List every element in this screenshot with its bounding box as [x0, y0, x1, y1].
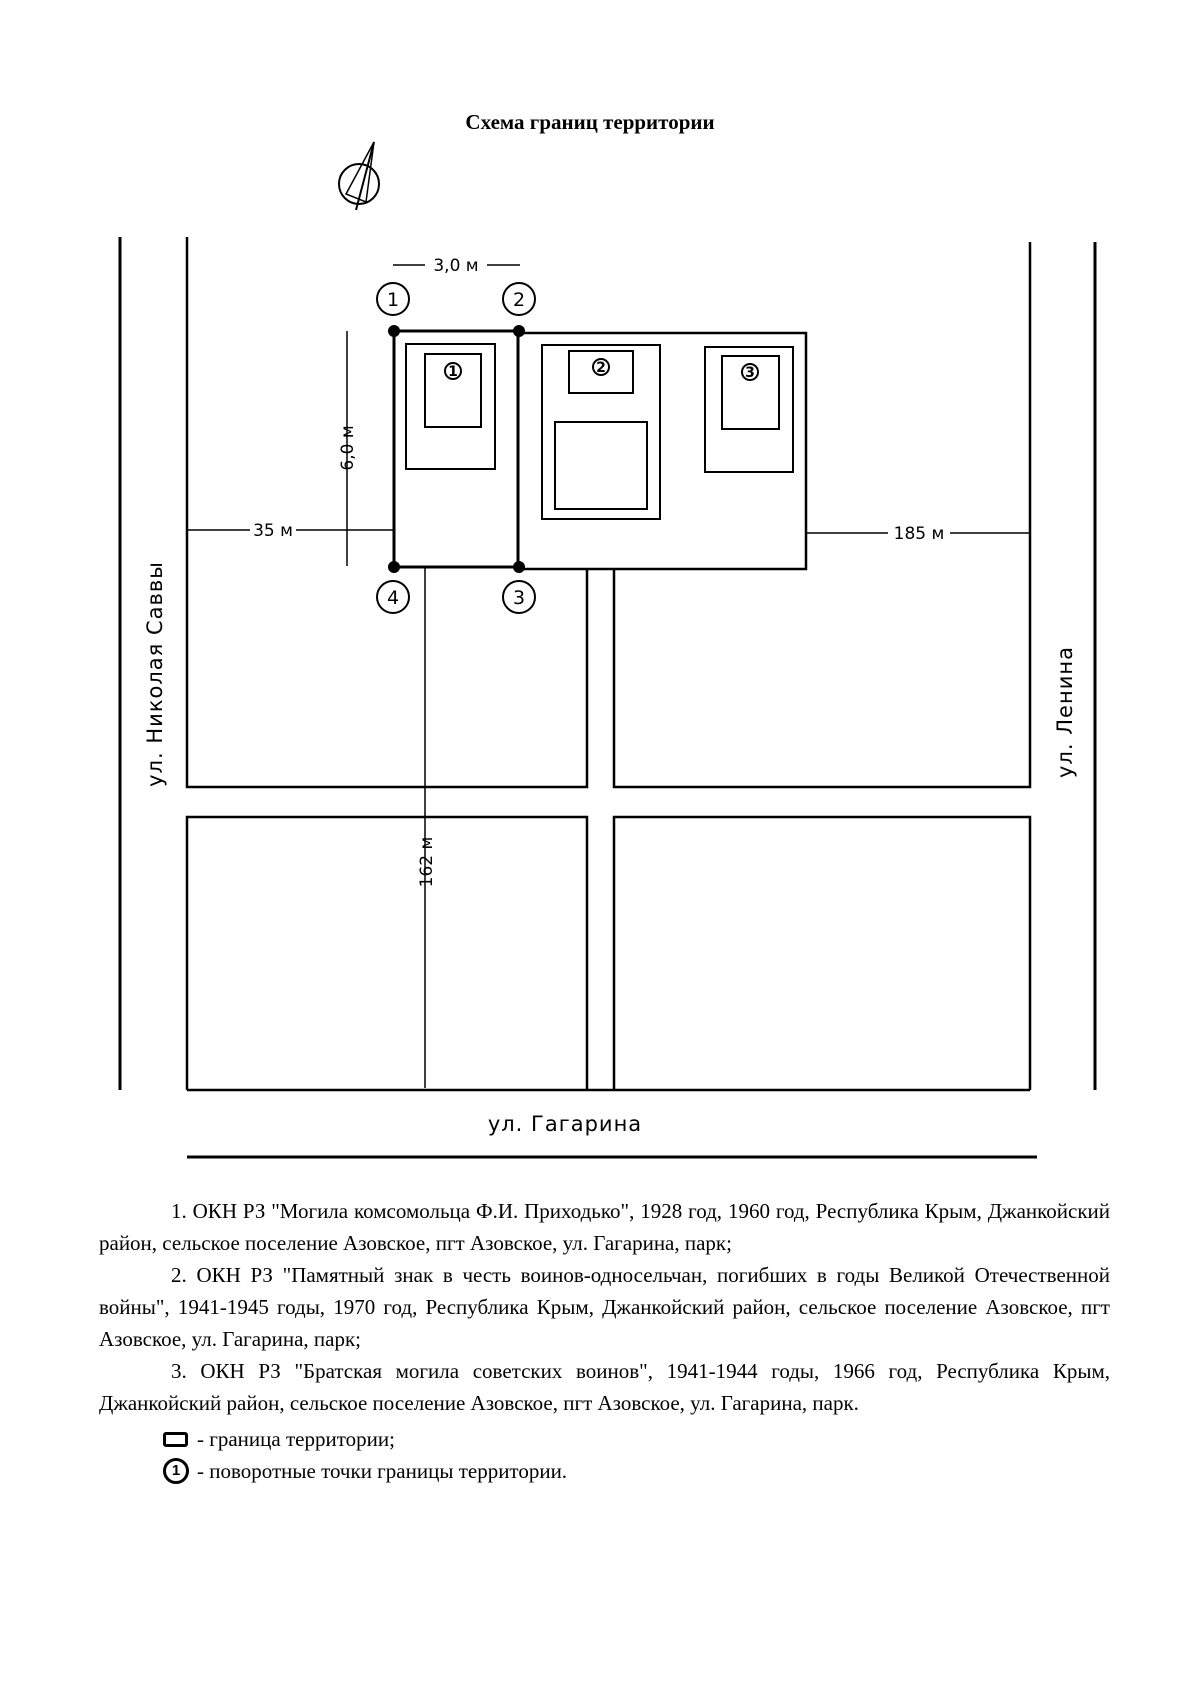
boundary-symbol-icon — [163, 1431, 188, 1447]
boundary-point-2-dot — [513, 325, 525, 337]
legend-boundary-text: - граница территории; — [197, 1427, 395, 1451]
object-2-platform — [554, 421, 648, 510]
boundary-point-3-dot — [513, 561, 525, 573]
note-item: 3. ОКН РЗ "Братская могила советских вои… — [99, 1359, 1110, 1415]
dimension-lines — [187, 264, 1030, 1088]
memorial-area — [516, 331, 808, 571]
park-blocks — [185, 237, 1032, 1092]
object-1-grave — [424, 353, 482, 428]
object-1-plot — [405, 343, 496, 470]
dimension-height-left: 6,0 м — [338, 425, 358, 470]
object-2-plot — [541, 344, 661, 520]
territory-diagram: 1 2 3 4 1 2 3 3,0 м 6,0 м 35 м 185 м 162… — [118, 141, 1097, 1159]
legend: - граница территории; 1 - поворотные точ… — [163, 1423, 567, 1487]
north-arrow-icon — [338, 141, 380, 211]
boundary-point-3-label: 3 — [513, 587, 525, 609]
dimension-distance-left: 35 м — [253, 521, 293, 541]
object-3-plot — [704, 346, 794, 473]
boundary-point-4-dot — [388, 561, 400, 573]
page-title: Схема границ территории — [465, 110, 715, 134]
turning-point-symbol-icon: 1 — [163, 1458, 189, 1484]
object-1-number: 1 — [448, 364, 458, 380]
legend-points-row: 1 - поворотные точки границы территории. — [163, 1455, 567, 1487]
street-label-right: ул. Ленина — [1053, 646, 1077, 778]
object-2-number: 2 — [596, 360, 606, 376]
street-label-bottom: ул. Гагарина — [488, 1112, 642, 1136]
street-label-left: ул. Николая Саввы — [143, 561, 167, 787]
dimension-width-top: 3,0 м — [433, 256, 478, 276]
boundary-point-1-dot — [388, 325, 400, 337]
object-notes: 1. ОКН РЗ "Могила комсомольца Ф.И. Прихо… — [99, 1195, 1110, 1419]
boundary-point-2-label: 2 — [513, 289, 525, 311]
dimension-distance-right: 185 м — [894, 524, 945, 544]
legend-boundary-row: - граница территории; — [163, 1423, 567, 1455]
dimension-distance-bottom: 162 м — [417, 837, 437, 888]
note-item: 2. ОКН РЗ "Памятный знак в честь воинов-… — [99, 1263, 1110, 1351]
boundary-point-1-label: 1 — [387, 289, 399, 311]
boundary-point-4-label: 4 — [387, 587, 399, 609]
object-2-sign — [568, 350, 634, 394]
note-item: 1. ОКН РЗ "Могила комсомольца Ф.И. Прихо… — [99, 1199, 1110, 1255]
legend-points-text: - поворотные точки границы территории. — [197, 1459, 568, 1483]
object-3-grave — [721, 355, 780, 430]
object-3-number: 3 — [745, 365, 755, 381]
